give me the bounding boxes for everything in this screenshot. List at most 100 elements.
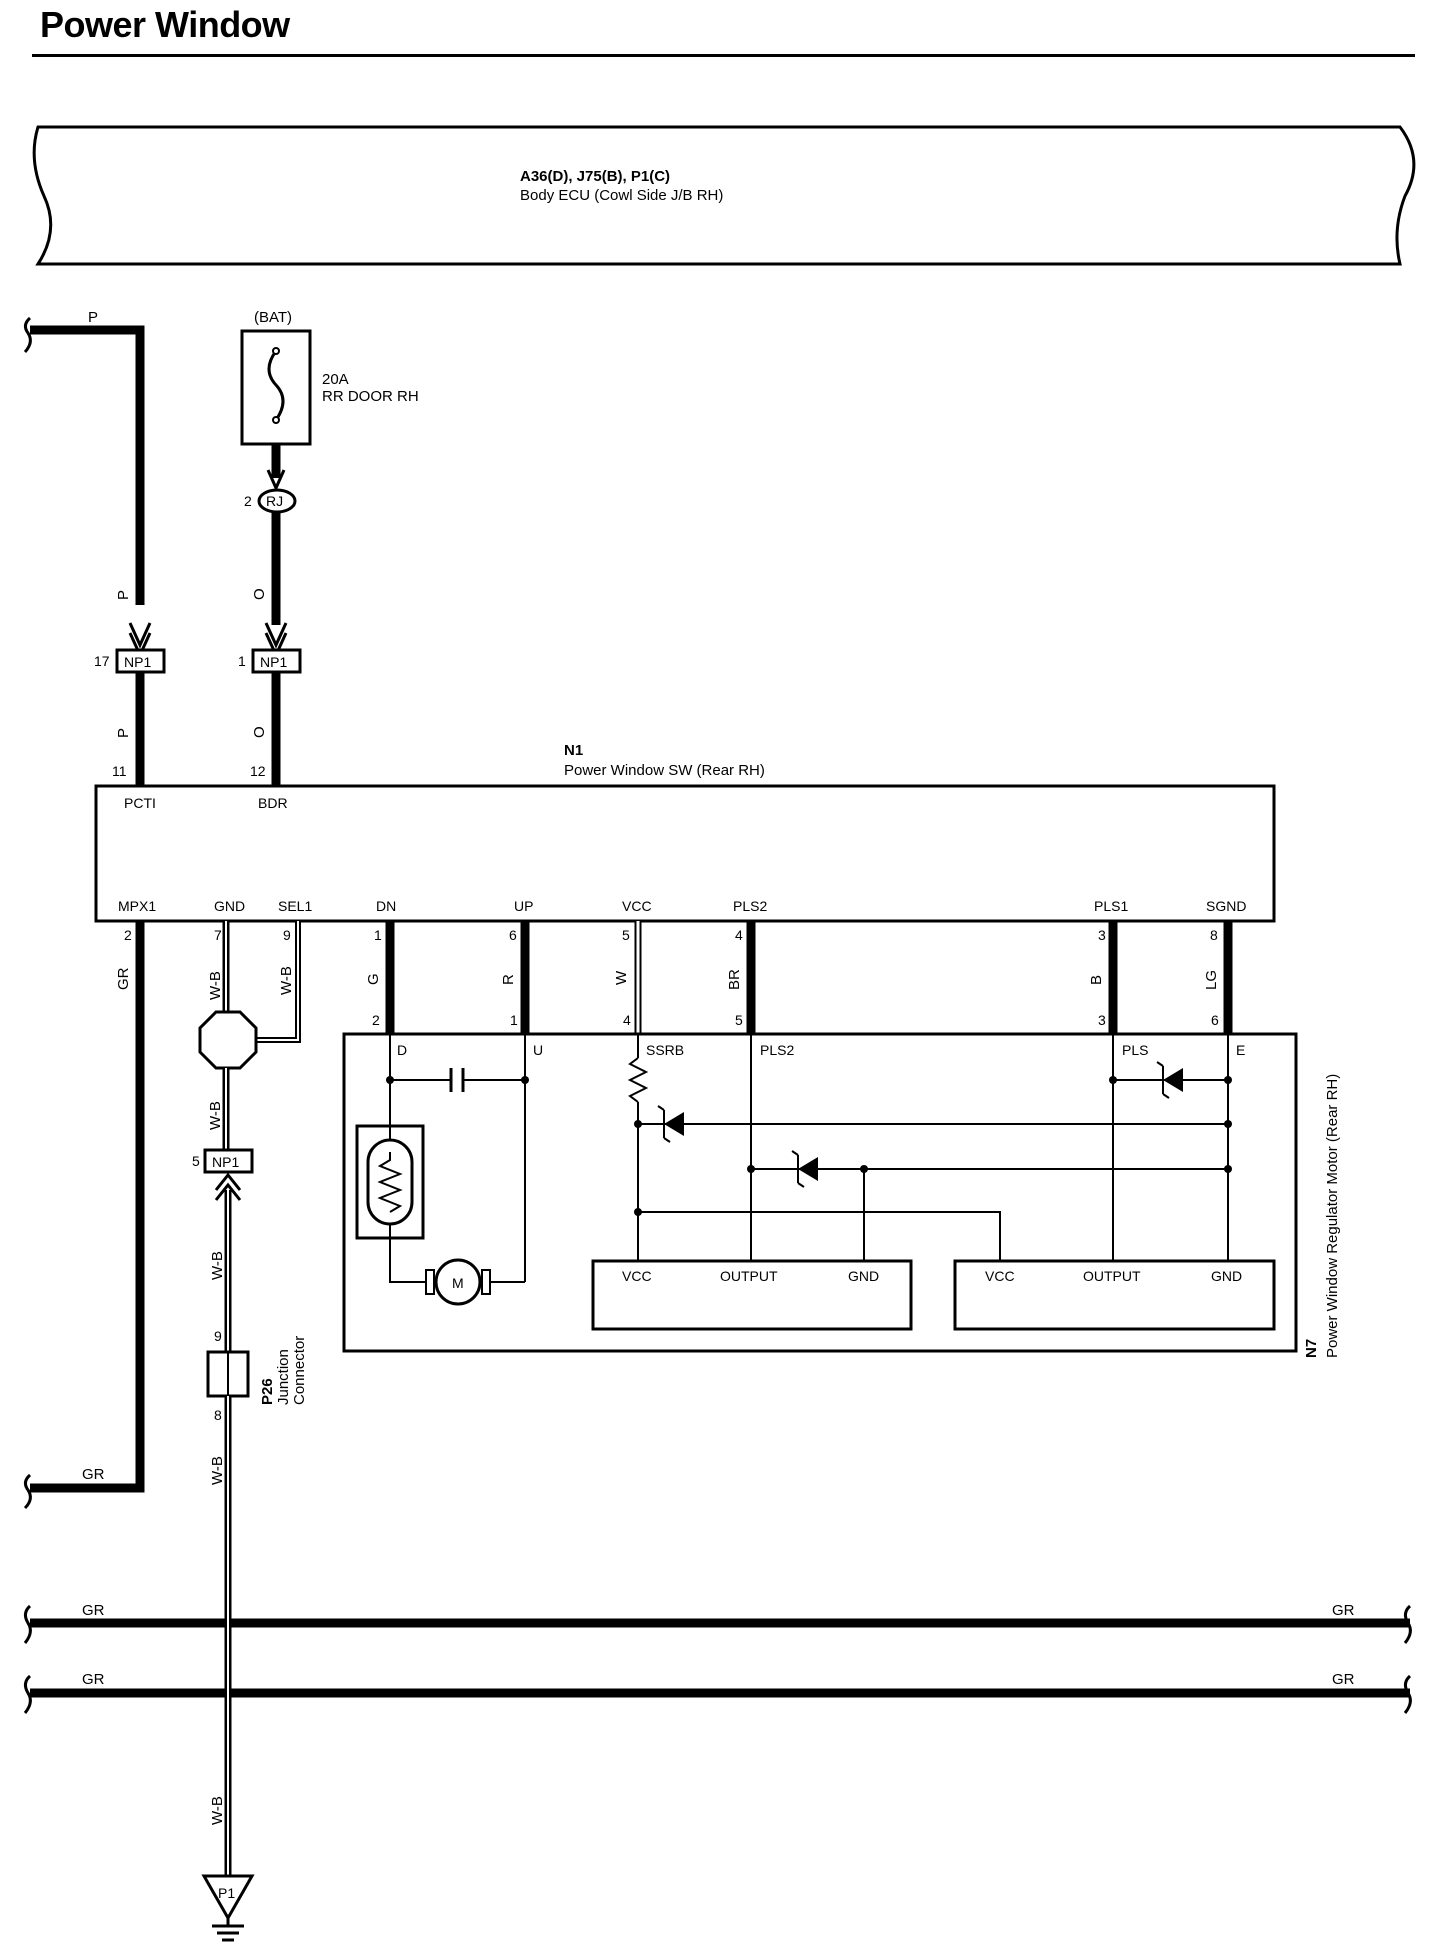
body-ecu: A36(D), J75(B), P1(C) Body ECU (Cowl Sid…: [32, 125, 1416, 266]
wire-label-wb-5: W-B: [209, 1796, 226, 1825]
wire-label-r: R: [500, 974, 517, 985]
wire-label-p-mid: P: [115, 590, 132, 600]
wire-label-o-low: O: [251, 726, 268, 738]
wire-label-lg: LG: [1203, 970, 1220, 990]
pin-4: 4: [735, 927, 743, 943]
motor-pin-1: 1: [510, 1012, 518, 1028]
wire-label-p-low: P: [115, 728, 132, 738]
wire-o: RJ 2 O NP1 1 O: [238, 444, 302, 785]
term-sel1: SEL1: [278, 898, 312, 914]
sensor-left-gnd: GND: [848, 1268, 879, 1284]
motor-term-ssrb: SSRB: [646, 1042, 684, 1058]
title-rule: [32, 54, 1415, 57]
pin-6: 6: [509, 927, 517, 943]
motor-pin-3: 3: [1098, 1012, 1106, 1028]
wires-switch-motor: G R W BR B LG: [365, 921, 1233, 1033]
np1-label-p: NP1: [124, 654, 151, 670]
term-pls2: PLS2: [733, 898, 767, 914]
wire-label-gr-bus1-l: GR: [82, 1602, 105, 1619]
term-gnd: GND: [214, 898, 245, 914]
pin-2: 2: [124, 927, 132, 943]
rj-pin: 2: [244, 493, 252, 509]
term-pcti: PCTI: [124, 795, 156, 811]
fuse-block: (BAT) 20A RR DOOR RH: [240, 309, 419, 446]
wire-label-wb-1: W-B: [207, 971, 224, 1000]
term-pls1: PLS1: [1094, 898, 1128, 914]
wire-label-p-top: P: [88, 309, 98, 326]
term-mpx1: MPX1: [118, 898, 156, 914]
wire-label-gr-v: GR: [115, 967, 132, 990]
motor-term-pls2: PLS2: [760, 1042, 794, 1058]
wire-label-gr-bus1-r: GR: [1332, 1602, 1355, 1619]
wire-label-gr-bus2-r: GR: [1332, 1671, 1355, 1688]
np1-pin-gnd: 5: [192, 1153, 200, 1169]
wire-gr-bus-1: GR GR: [23, 1602, 1412, 1644]
fuse-rating: 20A: [322, 371, 349, 388]
rj-label: RJ: [266, 493, 283, 509]
motor-term-e: E: [1236, 1042, 1245, 1058]
np1-label-gnd: NP1: [212, 1154, 239, 1170]
motor-pin-5: 5: [735, 1012, 743, 1028]
switch-code: N1: [564, 742, 583, 759]
wire-label-wb-sel1: W-B: [278, 966, 295, 995]
wire-label-g: G: [365, 973, 382, 985]
switch-name: Power Window SW (Rear RH): [564, 762, 765, 779]
pin-12: 12: [250, 763, 266, 779]
junction-pin-top: 9: [214, 1328, 222, 1344]
np1-pin-p: 17: [94, 653, 110, 669]
junction-code: P26: [259, 1378, 276, 1405]
pin-9: 9: [283, 927, 291, 943]
wire-gr-mpx1: GR GR: [23, 921, 145, 1510]
sensor-right-vcc: VCC: [985, 1268, 1015, 1284]
term-bdr: BDR: [258, 795, 288, 811]
motor-pin-6: 6: [1211, 1012, 1219, 1028]
junction-name-2: Connector: [291, 1336, 308, 1405]
ecu-name: Body ECU (Cowl Side J/B RH): [520, 187, 723, 204]
pin-7: 7: [214, 927, 222, 943]
motor-m-label: M: [452, 1275, 464, 1291]
power-window-switch: N1 Power Window SW (Rear RH) PCTI 11 BDR…: [94, 742, 1276, 943]
ecu-code: A36(D), J75(B), P1(C): [520, 168, 670, 185]
pin-3: 3: [1098, 927, 1106, 943]
page-title: Power Window: [40, 4, 290, 45]
motor-term-u: U: [533, 1042, 543, 1058]
motor-term-pls: PLS: [1122, 1042, 1148, 1058]
pin-8: 8: [1210, 927, 1218, 943]
wire-label-gr-bus2-l: GR: [82, 1671, 105, 1688]
motor-term-d: D: [397, 1042, 407, 1058]
sensor-left-output: OUTPUT: [720, 1268, 778, 1284]
np1-label-o: NP1: [260, 654, 287, 670]
wire-gr-bus-2: GR GR: [23, 1671, 1412, 1714]
wire-label-gr-h: GR: [82, 1466, 105, 1483]
wire-p: P P NP1 17 P: [23, 309, 166, 785]
pin-11: 11: [112, 763, 127, 779]
motor-pin-2: 2: [372, 1012, 380, 1028]
wire-label-wb-2: W-B: [207, 1101, 224, 1130]
junction-pin-bottom: 8: [214, 1407, 222, 1423]
wire-label-w: W: [613, 970, 630, 985]
wire-label-br: BR: [726, 969, 743, 990]
fuse-name: RR DOOR RH: [322, 388, 419, 405]
wire-label-wb-3: W-B: [209, 1251, 226, 1280]
wire-label-wb-4: W-B: [209, 1456, 226, 1485]
junction-name-1: Junction: [275, 1349, 292, 1405]
sensor-right-output: OUTPUT: [1083, 1268, 1141, 1284]
fuse-source: (BAT): [254, 309, 292, 326]
ground-label: P1: [218, 1885, 235, 1901]
pin-1: 1: [374, 927, 382, 943]
term-dn: DN: [376, 898, 396, 914]
motor-code: N7: [1303, 1339, 1320, 1358]
motor-pin-4: 4: [623, 1012, 631, 1028]
np1-pin-o: 1: [238, 653, 246, 669]
term-vcc: VCC: [622, 898, 652, 914]
sensor-right-gnd: GND: [1211, 1268, 1242, 1284]
pin-5: 5: [622, 927, 630, 943]
term-up: UP: [514, 898, 533, 914]
motor-name: Power Window Regulator Motor (Rear RH): [1324, 1074, 1341, 1358]
wire-label-o-mid: O: [251, 588, 268, 600]
sensor-left-vcc: VCC: [622, 1268, 652, 1284]
wire-label-b: B: [1088, 975, 1105, 985]
regulator-motor: N7 Power Window Regulator Motor (Rear RH…: [342, 1012, 1341, 1358]
term-sgnd: SGND: [1206, 898, 1246, 914]
